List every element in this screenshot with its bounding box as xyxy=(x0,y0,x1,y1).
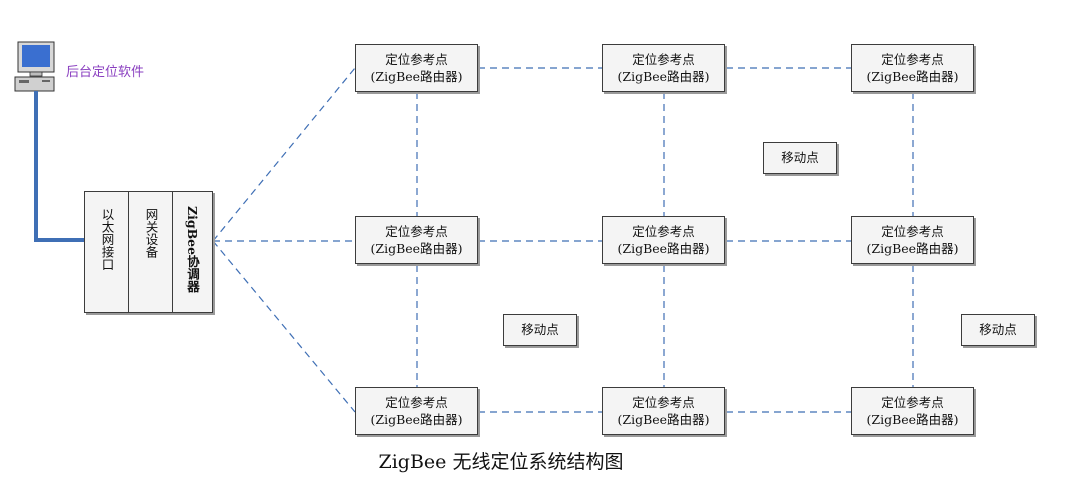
reference-node-subtitle: (ZigBee路由器) xyxy=(370,69,463,84)
reference-node-title: 定位参考点 xyxy=(881,395,944,410)
software-label: 后台定位软件 xyxy=(66,65,145,80)
mobile-node: 移动点 xyxy=(961,314,1035,346)
reference-node-title: 定位参考点 xyxy=(632,395,695,410)
reference-node-subtitle: (ZigBee路由器) xyxy=(866,412,959,427)
computer-icon xyxy=(14,41,55,92)
ethernet-interface: 以太网接口 xyxy=(84,191,129,313)
ethernet-cable xyxy=(34,91,84,242)
gateway-device-label: 网关设备 xyxy=(143,208,159,258)
mobile-node: 移动点 xyxy=(763,142,837,174)
reference-node: 定位参考点 (ZigBee路由器) xyxy=(355,44,478,92)
reference-node-title: 定位参考点 xyxy=(385,52,448,67)
reference-node-subtitle: (ZigBee路由器) xyxy=(617,241,710,256)
reference-node-title: 定位参考点 xyxy=(881,52,944,67)
reference-node-subtitle: (ZigBee路由器) xyxy=(866,241,959,256)
reference-node: 定位参考点 (ZigBee路由器) xyxy=(602,387,725,435)
reference-node: 定位参考点 (ZigBee路由器) xyxy=(851,44,974,92)
diagram-caption: ZigBee 无线定位系统结构图 xyxy=(0,447,1072,474)
zigbee-coordinator: ZigBee协调器 xyxy=(172,191,213,313)
link-gateway-row1 xyxy=(212,67,356,242)
reference-node: 定位参考点 (ZigBee路由器) xyxy=(602,216,725,264)
diagram-caption-text: ZigBee 无线定位系统结构图 xyxy=(378,451,624,473)
mobile-node: 移动点 xyxy=(503,314,577,346)
reference-node-subtitle: (ZigBee路由器) xyxy=(617,412,710,427)
link-gateway-row3 xyxy=(212,240,356,413)
reference-node: 定位参考点 (ZigBee路由器) xyxy=(851,387,974,435)
reference-node: 定位参考点 (ZigBee路由器) xyxy=(355,387,478,435)
gateway-device: 网关设备 xyxy=(128,191,173,313)
reference-node-title: 定位参考点 xyxy=(632,224,695,239)
reference-node: 定位参考点 (ZigBee路由器) xyxy=(602,44,725,92)
reference-node: 定位参考点 (ZigBee路由器) xyxy=(851,216,974,264)
reference-node: 定位参考点 (ZigBee路由器) xyxy=(355,216,478,264)
reference-node-title: 定位参考点 xyxy=(881,224,944,239)
ethernet-interface-label: 以太网接口 xyxy=(99,208,115,271)
reference-node-title: 定位参考点 xyxy=(385,395,448,410)
reference-node-subtitle: (ZigBee路由器) xyxy=(617,69,710,84)
reference-node-subtitle: (ZigBee路由器) xyxy=(866,69,959,84)
reference-node-subtitle: (ZigBee路由器) xyxy=(370,412,463,427)
reference-node-title: 定位参考点 xyxy=(385,224,448,239)
reference-node-title: 定位参考点 xyxy=(632,52,695,67)
zigbee-coordinator-label: ZigBee协调器 xyxy=(185,206,200,293)
reference-node-subtitle: (ZigBee路由器) xyxy=(370,241,463,256)
